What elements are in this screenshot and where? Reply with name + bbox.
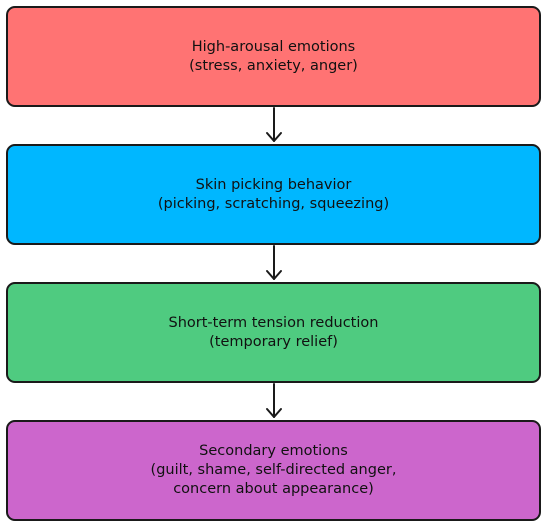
box-title: Skin picking behavior bbox=[195, 176, 352, 193]
arrow-2-to-3 bbox=[266, 245, 282, 280]
box-skin-picking-behavior: Skin picking behavior (picking, scratchi… bbox=[6, 144, 541, 245]
box-detail: (stress, anxiety, anger) bbox=[189, 57, 358, 74]
arrow-3-to-4 bbox=[266, 383, 282, 418]
box-detail: (guilt, shame, self-directed anger, bbox=[150, 462, 397, 478]
box-secondary-emotions: Secondary emotions (guilt, shame, self-d… bbox=[6, 420, 541, 521]
box-title: Short-term tension reduction bbox=[168, 314, 379, 331]
box-title: Secondary emotions bbox=[199, 443, 348, 459]
box-detail: (picking, scratching, squeezing) bbox=[157, 195, 390, 212]
box-detail-continued: concern about appearance) bbox=[173, 481, 374, 497]
box-short-term-tension-reduction: Short-term tension reduction (temporary … bbox=[6, 282, 541, 383]
box-detail: (temporary relief) bbox=[209, 333, 338, 350]
box-high-arousal-emotions: High-arousal emotions (stress, anxiety, … bbox=[6, 6, 541, 107]
arrow-1-to-2 bbox=[266, 107, 282, 142]
box-title: High-arousal emotions bbox=[191, 38, 356, 55]
